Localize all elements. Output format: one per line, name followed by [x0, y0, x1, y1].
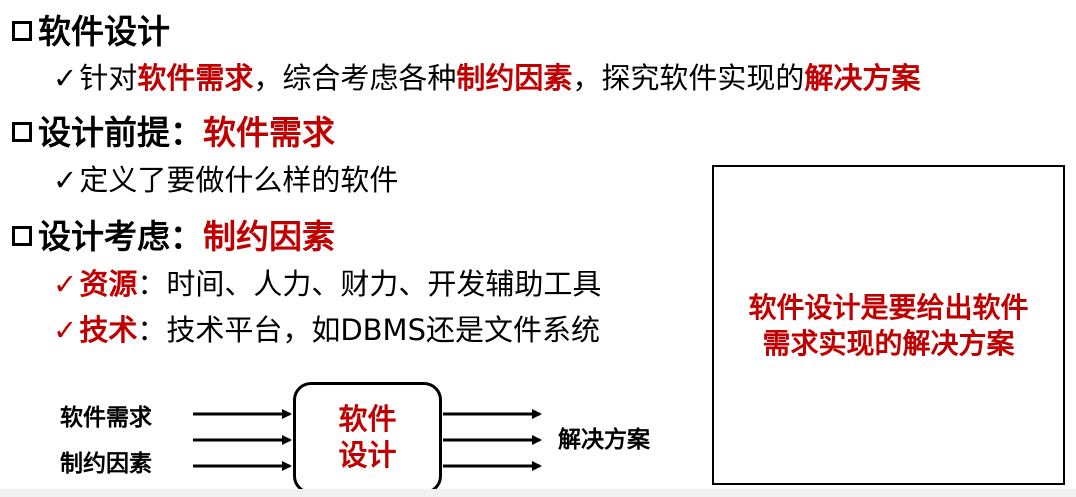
checkmark-icon: ✓	[53, 313, 78, 347]
item-label: 技术	[79, 313, 138, 347]
checkbox-square-icon	[12, 122, 32, 142]
diagram-process-box: 软件 设计	[293, 382, 442, 494]
bullet-text: 定义了要做什么样的软件	[79, 163, 399, 197]
diagram-input-requirements: 软件需求	[60, 405, 152, 431]
bullet-text: ，综合考虑各种	[253, 61, 457, 95]
checkmark-icon: ✓	[53, 267, 78, 301]
section-2-title-highlight: 软件需求	[203, 113, 335, 152]
process-box-line-1: 软件	[338, 402, 397, 436]
callout-box: 软件设计是要给出软件 需求实现的解决方案	[712, 165, 1065, 485]
callout-text: 软件设计是要给出软件 需求实现的解决方案	[714, 290, 1063, 362]
section-3-item-resources: ✓资源：时间、人力、财力、开发辅助工具	[53, 270, 601, 299]
section-3-title: 设计考虑：	[38, 217, 203, 256]
highlight-software-requirements: 软件需求	[137, 61, 254, 95]
section-3-heading: 设计考虑：制约因素	[12, 220, 335, 253]
checkbox-square-icon	[12, 226, 32, 246]
section-2-title: 设计前提：	[38, 113, 203, 152]
callout-line-2: 需求实现的解决方案	[762, 327, 1015, 360]
section-1-heading: 软件设计	[12, 15, 170, 48]
section-1-title: 软件设计	[38, 12, 170, 51]
section-3-item-technology: ✓技术：技术平台，如DBMS还是文件系统	[53, 316, 600, 345]
highlight-solution: 解决方案	[804, 61, 921, 95]
checkmark-icon: ✓	[53, 61, 78, 95]
process-box-line-2: 设计	[338, 438, 397, 472]
checkbox-square-icon	[12, 21, 32, 41]
bottom-strip	[0, 489, 1076, 497]
bullet-text: 针对	[79, 61, 138, 95]
bullet-text: ，探究软件实现的	[572, 61, 805, 95]
checkmark-icon: ✓	[53, 163, 78, 197]
callout-line-1: 软件设计是要给出软件	[748, 291, 1029, 324]
section-2-bullet: ✓定义了要做什么样的软件	[53, 166, 398, 195]
item-label: 资源	[79, 267, 138, 301]
section-2-heading: 设计前提：软件需求	[12, 116, 335, 149]
diagram-output-solution: 解决方案	[558, 427, 650, 453]
item-text: ：技术平台，如DBMS还是文件系统	[137, 313, 600, 347]
section-3-title-highlight: 制约因素	[203, 217, 335, 256]
diagram-input-constraints: 制约因素	[60, 451, 152, 477]
item-text: ：时间、人力、财力、开发辅助工具	[137, 267, 602, 301]
highlight-constraints: 制约因素	[456, 61, 573, 95]
section-1-bullet: ✓针对软件需求，综合考虑各种制约因素，探究软件实现的解决方案	[53, 64, 920, 93]
